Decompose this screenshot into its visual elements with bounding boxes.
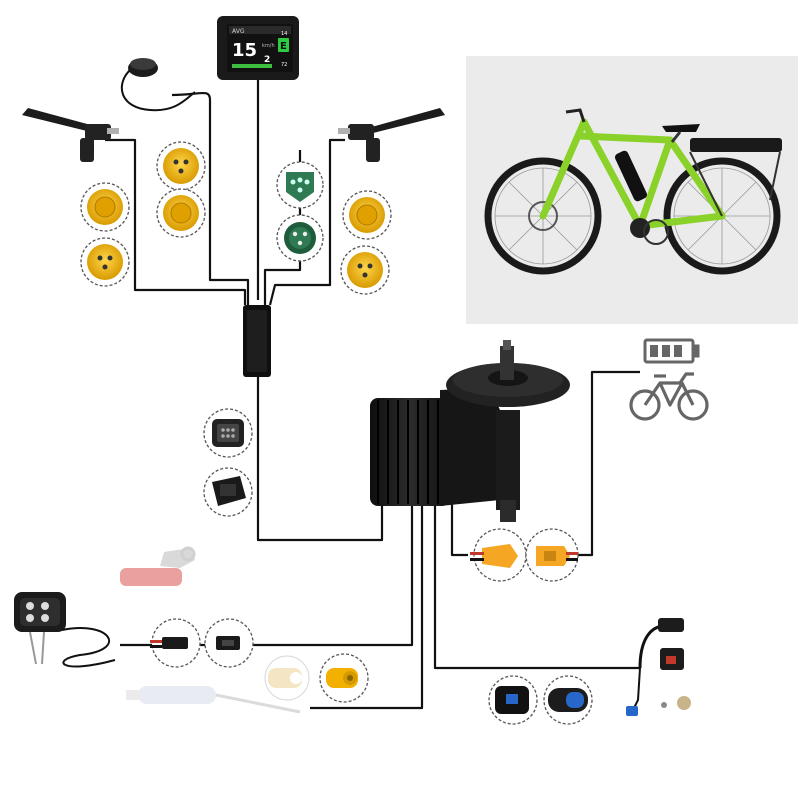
connector-yellow-left-bottom (81, 238, 129, 286)
display-top-right-value: 14 (281, 31, 287, 37)
connector-motor-male (204, 468, 252, 516)
connector-yellow-right-top (343, 191, 391, 239)
connector-green-display-bottom (277, 215, 323, 261)
display-speed-decimal: 2 (264, 55, 270, 65)
right-brake-lever (338, 108, 445, 162)
thumb-throttle (122, 58, 195, 110)
battery-icon (645, 340, 698, 362)
connector-yellow-right-bottom (341, 246, 389, 294)
connector-speed-sensor-male (544, 676, 592, 724)
connector-headlight-male (150, 619, 200, 667)
connector-motor-female (204, 409, 252, 457)
display-status-tag: AVG (232, 28, 245, 35)
ebike-photo (466, 56, 798, 324)
display-speed-unit: km/h (262, 43, 275, 49)
connector-yellow-throttle-top (157, 142, 205, 190)
connector-xt60-male (470, 529, 526, 581)
left-brake-lever (22, 108, 119, 162)
connector-taillight-faded (265, 656, 309, 700)
tail-light (120, 548, 195, 586)
connector-yellow-left-top (81, 183, 129, 231)
connector-headlight-female (205, 619, 253, 667)
connector-taillight-yellow (320, 654, 368, 702)
connector-speed-sensor-female (489, 676, 537, 724)
headlight (14, 592, 115, 666)
bicycle-icon (631, 374, 707, 419)
display-speed-main: 15 (232, 40, 257, 61)
harness-junction-box (243, 305, 271, 377)
connector-green-display-top (277, 162, 323, 208)
display-assist-badge: E (280, 41, 287, 52)
connector-yellow-throttle-bottom (157, 189, 205, 237)
connector-xt60-female (526, 529, 578, 581)
color-display-unit: AVG 15 2 km/h E 14 72 (217, 16, 299, 80)
display-bottom-right-value: 72 (281, 62, 287, 68)
mid-drive-motor (370, 340, 570, 522)
